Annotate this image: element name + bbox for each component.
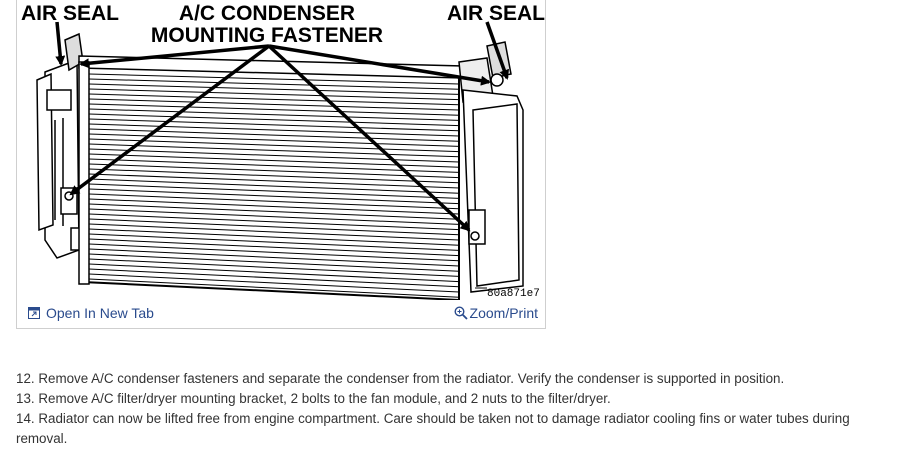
left-tank-assembly [36, 32, 84, 259]
step-14: 14. Radiator can now be lifted free from… [16, 411, 850, 446]
zoom-print-label: Zoom/Print [469, 305, 538, 321]
figure-container: AIR SEAL A/C CONDENSER MOUNTING FASTENER… [16, 0, 546, 329]
figure-toolbar: Open In New Tab Zoom/Print [17, 300, 545, 328]
magnifier-icon [454, 306, 468, 320]
label-air-seal-left: AIR SEAL [21, 2, 119, 25]
zoom-print-link[interactable]: Zoom/Print [454, 305, 538, 321]
condenser-core [78, 55, 464, 300]
open-new-tab-icon [28, 307, 40, 319]
condenser-diagram: AIR SEAL A/C CONDENSER MOUNTING FASTENER… [21, 2, 545, 300]
callout-arrows [55, 21, 510, 232]
image-code: 80a871e7 [487, 288, 540, 300]
label-condenser-line1: A/C CONDENSER [179, 2, 355, 25]
right-tank-assembly [458, 41, 524, 293]
procedure-steps: 12. Remove A/C condenser fasteners and s… [16, 369, 896, 449]
open-in-new-tab-link[interactable]: Open In New Tab [28, 305, 154, 321]
label-air-seal-right: AIR SEAL [447, 2, 545, 25]
label-condenser-line2: MOUNTING FASTENER [151, 24, 383, 47]
open-in-new-tab-label: Open In New Tab [46, 305, 154, 321]
step-13: 13. Remove A/C filter/dryer mounting bra… [16, 391, 611, 406]
left-fastener [60, 187, 78, 215]
step-12: 12. Remove A/C condenser fasteners and s… [16, 371, 785, 386]
